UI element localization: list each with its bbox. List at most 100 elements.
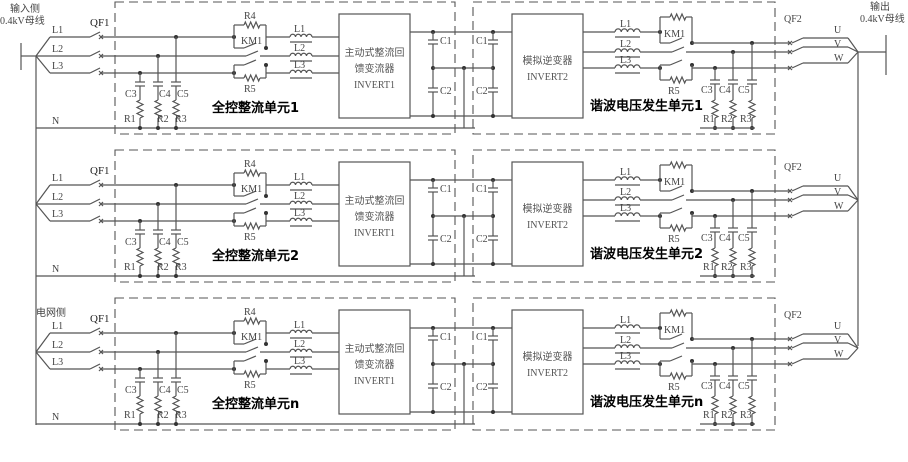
inductor [614, 196, 641, 201]
label: C2 [440, 234, 452, 245]
qf2-switch [791, 185, 804, 192]
label: L2 [294, 43, 305, 54]
breaker-x [787, 213, 793, 219]
resistor [153, 247, 163, 267]
km1-contact [669, 185, 683, 192]
label: C1 [440, 332, 452, 343]
junction-dot [174, 422, 178, 426]
label: 0.4kV母线 [860, 12, 905, 25]
resistor [171, 247, 181, 267]
label: R4 [244, 307, 256, 318]
label: C3 [125, 237, 137, 248]
inductor [289, 69, 313, 74]
inverter-box [511, 13, 584, 119]
label: INVERT1 [354, 228, 395, 239]
resistor [135, 99, 145, 119]
label: R3 [740, 410, 752, 421]
breaker-x [787, 49, 793, 55]
label: C1 [476, 36, 488, 47]
label: 馈变流器 [355, 210, 395, 223]
label: INVERT2 [527, 368, 568, 379]
label: 馈变流器 [355, 62, 395, 75]
label: KM1 [241, 332, 262, 343]
qf1-switch [89, 31, 101, 38]
label: C3 [701, 381, 713, 392]
label: U [834, 25, 842, 36]
junction-dot [174, 126, 178, 130]
label: L2 [294, 339, 305, 350]
inductor [289, 200, 313, 205]
inductor [614, 324, 641, 329]
label: U [834, 173, 842, 184]
label: R1 [124, 114, 136, 125]
km1-contact [245, 198, 259, 205]
label: KM1 [664, 29, 685, 40]
label: C4 [719, 85, 731, 96]
label: R2 [721, 114, 733, 125]
label: U [834, 321, 842, 332]
label: C2 [476, 86, 488, 97]
qf2-switch [791, 37, 804, 44]
resistor [243, 73, 261, 83]
label: C3 [125, 385, 137, 396]
resistor [171, 99, 181, 119]
label: V [834, 39, 842, 50]
wire [847, 347, 859, 360]
junction-dot [156, 274, 160, 278]
label: L3 [620, 351, 631, 362]
km1-contact [671, 342, 685, 349]
qf1-switch [89, 179, 101, 186]
qf2-switch [791, 333, 804, 340]
label: W [834, 349, 844, 360]
wire [847, 194, 859, 201]
wire [847, 199, 859, 212]
label: L1 [620, 19, 631, 30]
rectifier-box [338, 309, 411, 415]
label: C3 [701, 85, 713, 96]
junction-dot [431, 262, 435, 266]
qf2-switch [791, 46, 804, 53]
resistor [243, 168, 261, 178]
label: N [52, 116, 59, 127]
inductor [614, 176, 641, 181]
label: QF1 [90, 17, 110, 29]
resistor [669, 371, 687, 381]
label: INVERT1 [354, 80, 395, 91]
km1-contact [671, 46, 685, 53]
label: N [52, 264, 59, 275]
label: L3 [52, 357, 63, 368]
breaker-x [787, 65, 793, 71]
label: KM1 [664, 177, 685, 188]
junction-dot [431, 410, 435, 414]
label: L1 [52, 25, 63, 36]
label: C1 [440, 36, 452, 47]
km1-contact [669, 37, 683, 44]
label: 全控整流单元1 [211, 100, 299, 116]
label: C3 [125, 89, 137, 100]
rectifier-box [338, 13, 411, 119]
label: L2 [620, 335, 631, 346]
label: R1 [124, 410, 136, 421]
label: L2 [52, 192, 63, 203]
label: L3 [294, 356, 305, 367]
label: C2 [440, 382, 452, 393]
resistor [728, 395, 738, 415]
label: QF2 [784, 310, 802, 321]
label: QF1 [90, 313, 110, 325]
junction-dot [491, 114, 495, 118]
label: C4 [159, 89, 171, 100]
label: 输出 [870, 0, 890, 13]
label: C1 [476, 184, 488, 195]
inductor [289, 365, 313, 370]
qf1-switch [89, 327, 101, 334]
label: 全控整流单元2 [211, 248, 299, 264]
junction-dot [491, 262, 495, 266]
junction-dot [491, 410, 495, 414]
label: R3 [175, 114, 187, 125]
unit-3: L1L2L3QF1NC3R1C4R2C5R3R4KM1R5L1L2L3主动式整流… [35, 297, 859, 431]
qf2-switch [791, 342, 804, 349]
label: R3 [175, 262, 187, 273]
junction-dot [264, 359, 268, 363]
breaker-x [787, 345, 793, 351]
resistor [710, 247, 720, 267]
